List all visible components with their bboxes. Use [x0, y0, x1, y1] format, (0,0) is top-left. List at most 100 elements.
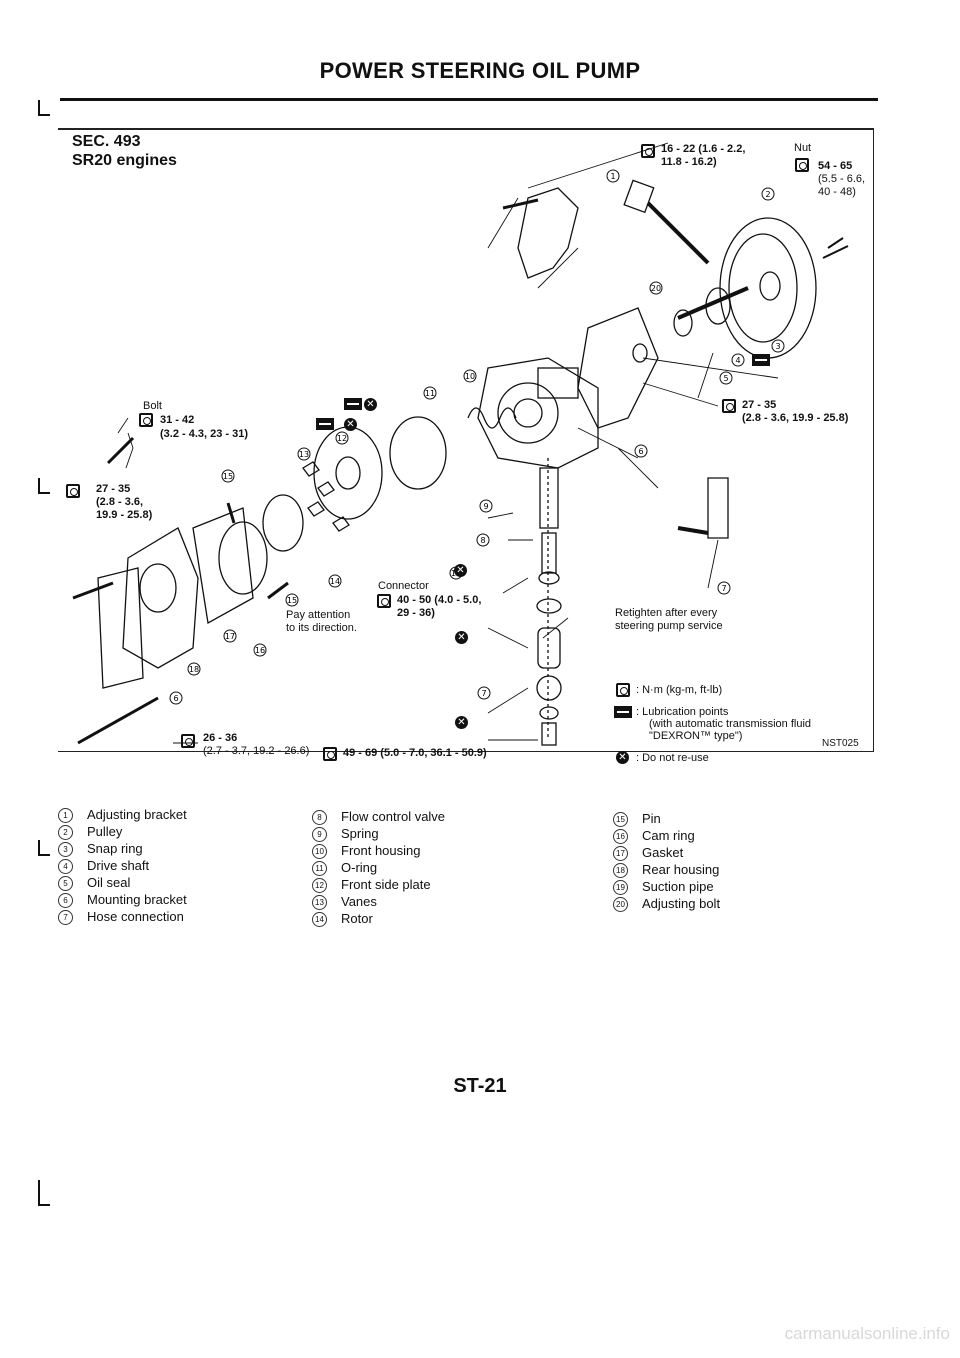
do-not-reuse-icon: ✕ [455, 631, 468, 644]
legend-item: 18 Rear housing [613, 861, 719, 878]
svg-text:7: 7 [721, 584, 726, 593]
do-not-reuse-icon: ✕ [455, 716, 468, 729]
connector-label: Connector [378, 580, 429, 592]
spring-drawing [467, 407, 517, 429]
part-name: Front housing [341, 843, 421, 858]
key-torque-unit: : N·m (kg-m, ft-lb) [636, 684, 723, 696]
svg-text:15: 15 [223, 472, 233, 481]
part-number: 8 [312, 810, 327, 825]
exploded-view-diagram: 1 2 3 4 5 6 7 8 9 10 11 12 13 14 15 16 1… [72, 142, 849, 746]
svg-text:3: 3 [775, 342, 780, 351]
vanes-drawing [302, 461, 350, 532]
svg-text:5: 5 [723, 374, 728, 383]
torque-icon [795, 158, 809, 172]
svg-text:15: 15 [287, 596, 297, 605]
part-number: 9 [312, 827, 327, 842]
nut-torque-label: (5.5 - 6.6, [818, 173, 866, 185]
flow-control-valve-drawing [539, 467, 559, 529]
svg-text:6: 6 [638, 447, 643, 456]
legend-item: 10 Front housing [312, 842, 421, 859]
part-number: 16 [613, 829, 628, 844]
torque-icon [722, 399, 736, 413]
nut-label: Nut [794, 142, 812, 154]
figure-code: NST025 [822, 738, 859, 749]
part-number: 7 [58, 910, 73, 925]
torque-icon [181, 734, 195, 748]
svg-text:14: 14 [330, 577, 340, 586]
svg-text:4: 4 [735, 356, 740, 365]
part-number: 18 [613, 863, 628, 878]
nut-torque-label: 40 - 48) [818, 186, 856, 198]
hose-connection-drawing [707, 477, 729, 539]
svg-text:8: 8 [480, 536, 485, 545]
svg-text:10: 10 [465, 372, 475, 381]
revision-mark [38, 478, 50, 494]
connector-torque-label: 40 - 50 (4.0 - 5.0, [397, 594, 482, 606]
svg-text:13: 13 [299, 450, 309, 459]
part-name: Drive shaft [87, 858, 150, 873]
part-number: 11 [312, 861, 327, 876]
connector-torque-label: 29 - 36) [397, 607, 435, 619]
svg-text:20: 20 [651, 284, 661, 293]
svg-text:11: 11 [425, 389, 435, 398]
svg-text:17: 17 [225, 632, 235, 641]
engine-type: SR20 engines [72, 152, 177, 169]
part-name: Vanes [341, 894, 377, 909]
part-number: 3 [58, 842, 73, 857]
right-torque-label: 27 - 35 [742, 399, 777, 411]
svg-text:7: 7 [481, 689, 486, 698]
lubrication-icon [316, 418, 334, 430]
rotor-drawing [262, 494, 304, 552]
part-number: 1 [58, 808, 73, 823]
part-name: O-ring [341, 860, 378, 875]
bolt-torque-label: 31 - 42 [160, 414, 195, 426]
do-not-reuse-icon: ✕ [364, 398, 377, 411]
part-name: Adjusting bolt [642, 896, 721, 911]
mounting-bracket-drawing [577, 307, 659, 429]
pin-drawing [226, 502, 236, 524]
part-name: Hose connection [87, 909, 184, 924]
top-torque-label: 11.8 - 16.2) [661, 156, 717, 168]
legend-item: 13 Vanes [312, 893, 377, 910]
pay-attention-note: Pay attention [286, 609, 351, 621]
svg-text:9: 9 [483, 502, 488, 511]
torque-icon [139, 413, 153, 427]
cam-ring-drawing [218, 521, 268, 595]
svg-text:6: 6 [173, 694, 178, 703]
part-number: 13 [312, 895, 327, 910]
revision-mark [38, 1180, 50, 1206]
drive-shaft-drawing [677, 286, 749, 320]
svg-text:12: 12 [337, 434, 347, 443]
left-torque-label: 27 - 35 [96, 483, 131, 495]
part-name: Rotor [341, 911, 373, 926]
svg-text:1: 1 [610, 172, 615, 181]
top-torque-label: 16 - 22 (1.6 - 2.2, [661, 143, 746, 155]
part-name: Rear housing [642, 862, 720, 877]
title-rule [60, 98, 878, 101]
lubrication-icon [752, 354, 770, 366]
part-name: Pulley [87, 824, 123, 839]
do-not-reuse-icon: ✕ [454, 564, 467, 577]
bolt-torque-label: (3.2 - 4.3, 23 - 31) [160, 428, 249, 440]
part-name: Adjusting bracket [87, 807, 187, 822]
revision-mark [38, 840, 50, 856]
bolt-label: Bolt [143, 400, 162, 412]
revision-mark [38, 100, 50, 116]
bottom-left-torque-label: (2.7 - 3.7, 19.2 - 26.6) [203, 745, 310, 757]
part-name: Snap ring [87, 841, 143, 856]
watermark: carmanualsonline.info [784, 1324, 950, 1343]
legend-item: 11 O-ring [312, 859, 377, 876]
part-name: Suction pipe [642, 879, 714, 894]
key-lubrication: (with automatic transmission fluid [649, 718, 812, 730]
retighten-note: Retighten after every [615, 607, 718, 619]
part-number: 10 [312, 844, 327, 859]
